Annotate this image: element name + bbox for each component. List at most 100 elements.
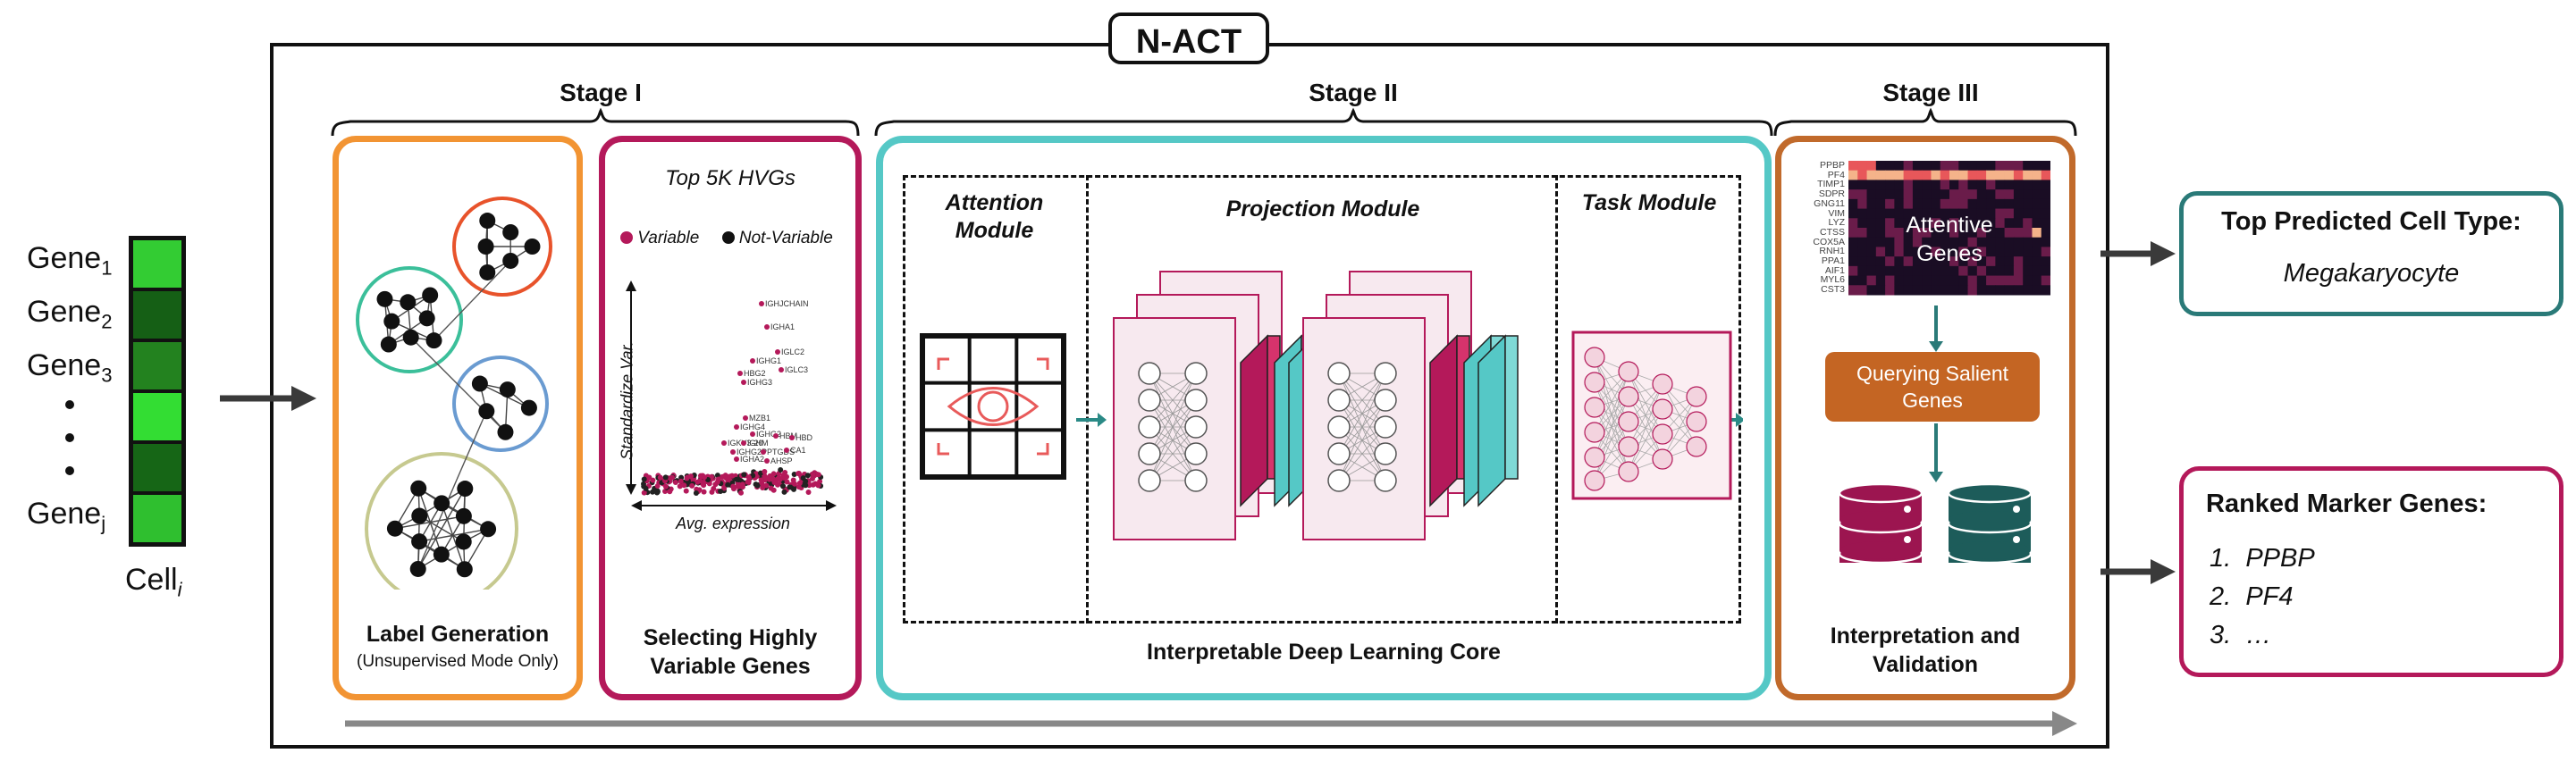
heatmap-cell [1866, 228, 1877, 239]
heatmap-cell [1885, 256, 1895, 267]
heatmap-cell [1903, 256, 1914, 267]
hvg-labeled-point [773, 433, 779, 439]
heatmap-gene-label: LYZ [1828, 217, 1845, 229]
cluster-ring [356, 266, 463, 373]
heatmap-cell [1875, 189, 1886, 200]
heatmap-cell [1986, 275, 1996, 286]
heatmap-cell [2023, 189, 2033, 200]
cluster-ring [365, 452, 518, 590]
heatmap-cell [1866, 189, 1877, 200]
heatmap-cell [2041, 189, 2050, 200]
heatmap-cell [2041, 237, 2050, 247]
heatmap-cell [1857, 180, 1868, 190]
hvg-x-axis-label: Avg. expression [676, 515, 790, 532]
hvg-labeled-point [775, 349, 780, 355]
heatmap-cell [1976, 265, 1987, 277]
heatmap-cell [1875, 180, 1886, 190]
hvg-gene-label: IGHG1 [756, 356, 781, 365]
heatmap-cell [1912, 228, 1923, 239]
teal-database-icon [1947, 482, 2033, 563]
heatmap-cell [2023, 208, 2033, 219]
heatmap-cell [1986, 180, 1996, 190]
heatmap-cell [2023, 265, 2033, 277]
ranked-marker-title: Ranked Marker Genes: [2206, 490, 2488, 518]
heatmap-cell [1885, 170, 1895, 180]
focus-corner [1037, 443, 1049, 456]
heatmap-cell [1995, 170, 2006, 180]
hvg-gene-label: IGHG3 [747, 378, 772, 387]
heatmap-cell [1912, 237, 1923, 247]
hvg-point [672, 479, 678, 485]
heatmap-cell [1976, 285, 1987, 296]
heatmap-cell [2023, 170, 2033, 180]
heatmap-cell [2032, 285, 2042, 296]
heatmap-cell [1967, 161, 1978, 172]
heatmap-cell [2023, 285, 2033, 296]
heatmap-gene-label: SDPR [1818, 188, 1845, 200]
heatmap-cell [1995, 189, 2006, 200]
hvg-point [796, 471, 802, 477]
hvg-point [701, 489, 707, 495]
heatmap-cell [1995, 161, 2006, 172]
heatmap-cell [2013, 275, 2024, 286]
hvg-point [714, 479, 720, 485]
hvg-labeled-point [764, 324, 770, 330]
graph-node [456, 561, 473, 578]
heatmap-cell [1903, 237, 1914, 247]
hvg-point [745, 479, 751, 485]
heatmap-cell [2032, 256, 2042, 267]
heatmap-cell [1848, 198, 1858, 210]
hvg-point [681, 482, 687, 489]
heatmap-cell [1857, 189, 1868, 200]
hvg-point [810, 472, 816, 478]
graph-node [455, 533, 472, 550]
heatmap-cell [1958, 285, 1969, 296]
heatmap-cell [1894, 208, 1905, 219]
hvg-labeled-point [779, 367, 784, 372]
cell-vector [129, 236, 186, 547]
heatmap-cell [2041, 275, 2050, 286]
heatmap-cell [1986, 198, 1996, 210]
attention-module-title: Attention Module [945, 190, 1044, 243]
heatmap-cell [1967, 189, 1978, 200]
heatmap-cell [2032, 180, 2042, 190]
heatmap-cell [2013, 198, 2024, 210]
graph-node [477, 239, 494, 255]
heatmap-cell [2032, 218, 2042, 229]
heatmap-cell [1986, 189, 1996, 200]
hvg-point [657, 474, 663, 481]
core-dashed-box [903, 175, 1741, 624]
heatmap-cell [1931, 247, 1941, 257]
heatmap-cell [2004, 275, 2015, 286]
heatmap-cell [1976, 228, 1987, 239]
heatmap-cell [1866, 208, 1877, 219]
graph-node [499, 381, 516, 398]
graph-node [376, 290, 393, 307]
heatmap-cell [1967, 208, 1978, 219]
hvg-point [687, 473, 694, 480]
hvg-point [763, 474, 770, 481]
heatmap-cell [1995, 208, 2006, 219]
heatmap-cell [2041, 208, 2050, 219]
heatmap-cell [2004, 285, 2015, 296]
heatmap-cell [1875, 170, 1886, 180]
heatmap-cell [2004, 237, 2015, 247]
heatmap-cell [2004, 265, 2015, 277]
hvg-heading: Top 5K HVGs [665, 166, 796, 190]
hvg-gene-label: CA1 [790, 446, 806, 455]
hvg-legend: Variable Not-Variable [620, 229, 833, 248]
heatmap-cell [1903, 170, 1914, 180]
hvg-point [662, 474, 669, 481]
heatmap-cell [1912, 208, 1923, 219]
heatmap-cell [2013, 285, 2024, 296]
heatmap-cell [1940, 198, 1950, 210]
hvg-labeled-point [764, 458, 770, 464]
heatmap-cell [1903, 285, 1914, 296]
cluster-graph [356, 197, 552, 590]
graph-node [524, 239, 541, 255]
heatmap-cell [1857, 285, 1868, 296]
marker-item: 1. PPBP [2210, 544, 2315, 573]
heatmap-cell [1922, 180, 1932, 190]
focus-corner [937, 443, 949, 456]
layer-slab [1504, 335, 1519, 480]
